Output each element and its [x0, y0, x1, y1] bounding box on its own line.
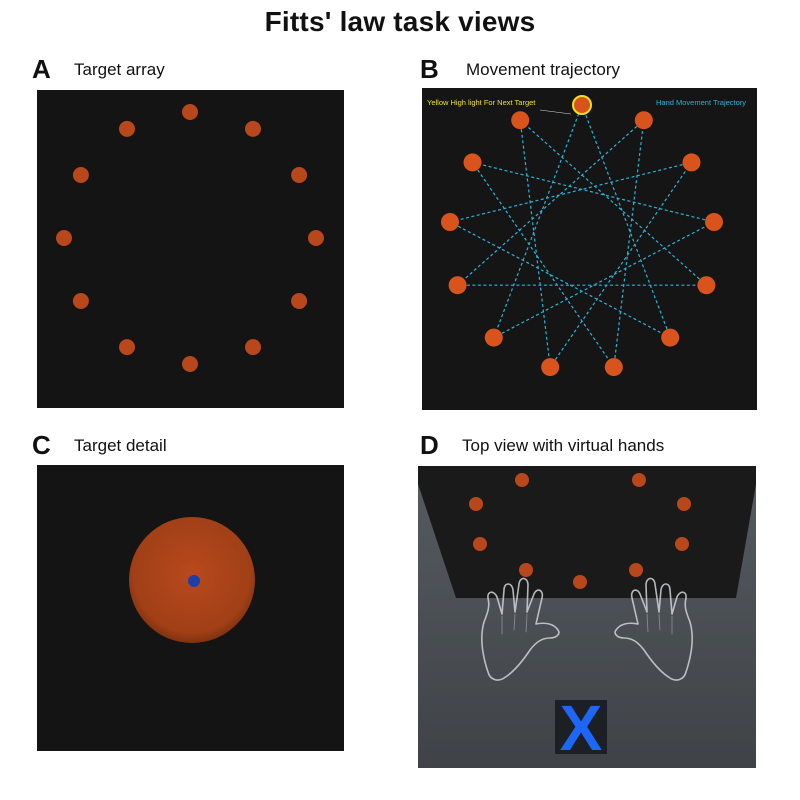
trajectory-annotation: Hand Movement Trajectory [656, 98, 746, 107]
trajectory-segment [472, 162, 615, 368]
target-circle [441, 213, 459, 231]
right-virtual-hand [614, 577, 693, 681]
target-array-canvas [56, 104, 324, 372]
target-circle [182, 104, 198, 120]
annotation-leader-line [539, 109, 572, 115]
table-surface [418, 466, 756, 598]
target-circle [675, 537, 689, 551]
target-circle [245, 120, 261, 137]
target-circle [519, 563, 533, 577]
target-circle [682, 153, 701, 172]
trajectory-segment [472, 161, 715, 223]
next-target-highlighted [572, 95, 592, 115]
trajectory-segment [457, 119, 645, 286]
target-circle [697, 276, 716, 295]
figure-title: Fitts' law task views [264, 6, 536, 37]
target-circle [473, 537, 487, 551]
trajectory-segment [519, 120, 551, 368]
left-virtual-hand [481, 577, 560, 681]
target-circle [705, 213, 723, 231]
target-circle [515, 473, 529, 487]
trajectory-segment [549, 162, 692, 368]
target-circle [291, 167, 308, 183]
target-circle [182, 356, 198, 372]
target-circle [56, 230, 72, 246]
target-circle [677, 497, 691, 511]
target-circle [245, 339, 261, 356]
panel-a-target-array-view [37, 90, 344, 408]
target-circle [632, 473, 646, 487]
target-circle [604, 358, 623, 377]
target-circle [119, 339, 135, 356]
target-circle [541, 358, 560, 377]
trajectory-segment [613, 120, 645, 368]
panel-b-caption: Movement trajectory [466, 60, 620, 79]
trajectory-segment [493, 221, 715, 339]
panel-b-trajectory-view: Yellow High light For Next Target Hand M… [422, 88, 757, 410]
target-circle [629, 563, 643, 577]
x-marker: X [560, 692, 603, 764]
target-circle [511, 111, 530, 130]
target-circle [661, 328, 680, 347]
trajectory-segment [581, 104, 671, 338]
trajectory-canvas: Yellow High light For Next Target Hand M… [427, 95, 746, 377]
panel-c-letter: C [32, 430, 51, 460]
trajectory-segment [449, 221, 671, 339]
target-circle [463, 153, 482, 172]
target-circle [573, 575, 587, 589]
panel-b-letter: B [420, 54, 439, 84]
target-circle [484, 328, 503, 347]
x-marker-tile [555, 700, 607, 754]
target-circle [448, 276, 467, 295]
target-circle [119, 120, 135, 137]
target-circle [308, 230, 324, 246]
trajectory-segment [449, 161, 692, 223]
target-circle [72, 293, 89, 309]
target-circle [72, 167, 89, 183]
target-detail-canvas [129, 517, 255, 643]
panel-d-letter: D [420, 430, 439, 460]
target-circle [469, 497, 483, 511]
top-view-canvas: X [418, 466, 756, 768]
panel-c-caption: Target detail [74, 436, 167, 455]
panel-a-caption: Target array [74, 60, 165, 79]
panel-a-letter: A [32, 54, 51, 84]
panel-d-top-view: X [418, 466, 756, 768]
cursor-dot [188, 575, 200, 587]
highlight-annotation: Yellow High light For Next Target [427, 98, 536, 107]
trajectory-segment [519, 119, 707, 286]
target-circle [634, 111, 653, 130]
trajectory-segment [493, 104, 583, 338]
target-circle [291, 293, 308, 309]
panel-c-target-detail-view [37, 465, 344, 751]
panel-d-caption: Top view with virtual hands [462, 436, 665, 455]
